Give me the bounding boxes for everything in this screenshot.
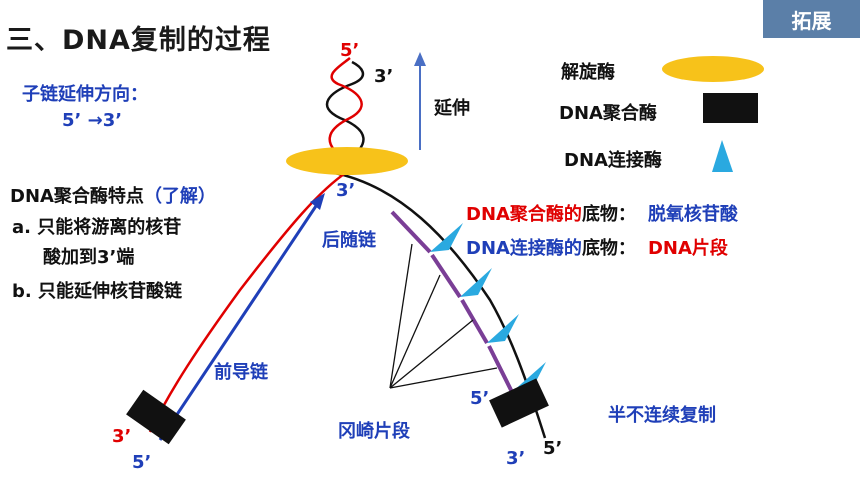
okazaki-pointer-lines	[389, 243, 498, 389]
parental-strand-left	[148, 170, 348, 433]
direction-line1: 子链延伸方向：	[22, 84, 148, 105]
features-title: DNA聚合酶特点（了解）	[10, 182, 216, 208]
helix-black-strand	[325, 60, 365, 162]
helicase-shape	[286, 147, 408, 175]
leading-strand-arrow	[158, 193, 325, 441]
legend-helicase-label: 解旋酶	[561, 62, 615, 83]
end-label-fork-3: 3’	[336, 180, 356, 201]
legend-polymerase-label: DNA聚合酶	[559, 103, 657, 124]
extend-arrow	[414, 52, 426, 150]
features-title-note: （了解）	[143, 186, 216, 207]
feature-b: b. 只能延伸核苷酸链	[12, 281, 182, 302]
page-title: 三、DNA复制的过程	[6, 25, 271, 56]
features-title-main: DNA聚合酶特点	[10, 186, 144, 207]
end-label-right-3: 3’	[506, 448, 526, 469]
end-label-left-5: 5’	[132, 452, 152, 473]
end-label-top-5: 5’	[340, 40, 360, 61]
legend-ligase-label: DNA连接酶	[564, 150, 662, 171]
ligase-markers	[430, 223, 546, 392]
end-label-left-3: 3’	[112, 426, 132, 447]
legend-polymerase-icon	[703, 93, 758, 123]
ligase-substrate-value: DNA片段	[647, 238, 728, 259]
polymerase-substrate-value: 脱氧核苷酸	[647, 204, 738, 225]
feature-a-line2: 酸加到3’端	[43, 247, 135, 268]
okazaki-label: 冈崎片段	[338, 421, 410, 442]
lagging-strand-label: 后随链	[322, 230, 376, 251]
polymerase-block-right	[489, 378, 549, 428]
helix-red-strand	[328, 57, 363, 162]
legend-helicase-icon	[662, 56, 764, 82]
leading-strand-label: 前导链	[214, 362, 268, 383]
semi-discontinuous-label: 半不连续复制	[608, 405, 716, 426]
direction-line2: 5’ →3’	[62, 110, 123, 131]
extension-badge[interactable]: 拓展	[763, 0, 860, 38]
feature-a-line1: a. 只能将游离的核苷	[12, 217, 182, 238]
end-label-fragment-5: 5’	[470, 388, 490, 409]
polymerase-substrate-label: DNA聚合酶的	[466, 204, 582, 225]
end-label-top-3: 3’	[374, 66, 394, 87]
lagging-strand-fragments	[390, 210, 514, 393]
end-label-right-5: 5’	[543, 438, 563, 459]
polymerase-substrate-suffix: 底物：	[581, 204, 636, 225]
legend-ligase-icon	[712, 140, 733, 172]
extend-label: 延伸	[434, 98, 470, 119]
polymerase-substrate: DNA聚合酶的底物： 脱氧核苷酸	[466, 200, 738, 226]
polymerase-block-left	[126, 389, 186, 445]
ligase-substrate: DNA连接酶的底物： DNA片段	[466, 234, 728, 260]
ligase-substrate-label: DNA连接酶的	[466, 238, 582, 259]
ligase-substrate-suffix: 底物：	[581, 238, 636, 259]
